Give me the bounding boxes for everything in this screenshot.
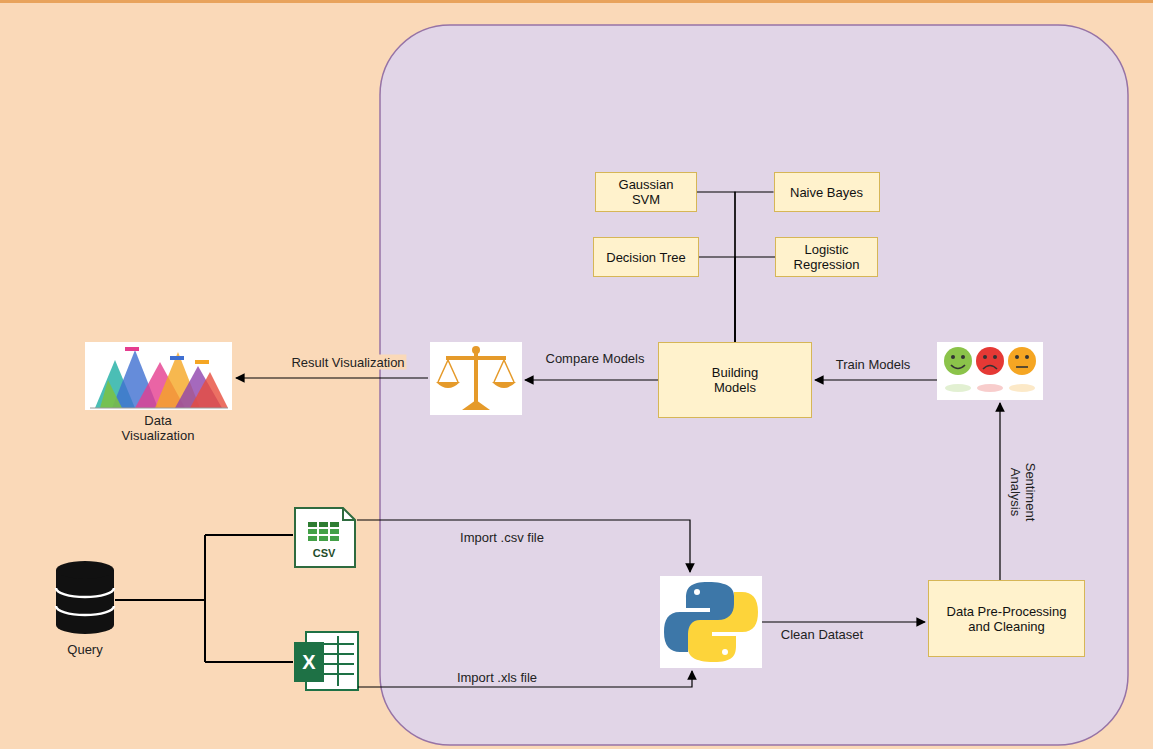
arrow-label: Result Visualization <box>289 355 406 370</box>
result-arrow <box>236 377 428 378</box>
sentiment-arrow <box>999 403 1000 580</box>
box-label: Data Pre-Processing and Cleaning <box>939 604 1074 634</box>
tree-connector <box>699 257 735 342</box>
arrow-label: Import .csv file <box>460 530 544 545</box>
arrow-label: Clean Dataset <box>781 627 863 642</box>
csv-file-icon <box>295 508 355 567</box>
icon-caption: Data Visualization <box>111 413 206 443</box>
model-box: Naive Bayes <box>774 172 880 212</box>
arrow-label: Train Models <box>836 357 911 372</box>
arrow-label: Sentiment Analysis <box>1008 454 1038 530</box>
arrow-label: Compare Models <box>546 351 645 366</box>
train-arrow <box>815 379 937 380</box>
query-wires <box>115 535 293 662</box>
process-box: Data Pre-Processing and Cleaning <box>928 580 1085 657</box>
process-region <box>380 25 1128 745</box>
import-csv-arrow <box>357 520 690 572</box>
model-box: Gaussian SVM <box>595 172 697 212</box>
box-label: Decision Tree <box>601 250 691 265</box>
top-border <box>0 0 1153 3</box>
sentiment-faces-icon <box>937 342 1043 400</box>
python-logo <box>660 576 762 668</box>
arrow-label: Import .xls file <box>457 670 537 685</box>
process-box: Building Models <box>658 342 812 418</box>
tree-connector <box>697 192 735 342</box>
box-label: Building Models <box>695 365 775 395</box>
box-label: Logistic Regression <box>787 242 867 272</box>
icon-text: X <box>302 651 315 673</box>
model-box: Logistic Regression <box>775 237 878 277</box>
tree-connector <box>735 192 774 342</box>
database-icon <box>56 561 114 634</box>
icon-caption: Query <box>67 642 102 657</box>
model-box: Decision Tree <box>593 237 699 277</box>
icon-text: CSV <box>313 547 336 560</box>
box-label: Naive Bayes <box>782 185 872 200</box>
compare-arrow <box>525 379 658 380</box>
clean-arrow <box>762 621 925 622</box>
excel-file-icon <box>294 632 358 690</box>
chart-icon <box>85 342 232 410</box>
tree-connector <box>735 257 775 342</box>
box-label: Gaussian SVM <box>609 177 684 207</box>
scales-icon <box>430 342 522 415</box>
